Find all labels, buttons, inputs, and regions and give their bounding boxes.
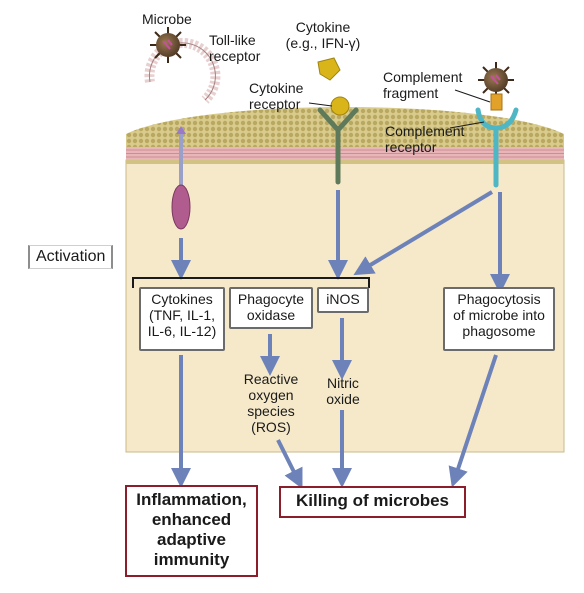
- inflammation-outcome-box: Inflammation, enhanced adaptive immunity: [125, 485, 258, 577]
- inos-box: iNOS: [317, 287, 369, 313]
- cytokine-icon: [317, 57, 341, 81]
- cytokine-receptor-leader: [308, 102, 333, 107]
- microbe-complement-icon: [478, 62, 514, 98]
- membrane-stripes: [126, 149, 564, 158]
- activation-bracket: [132, 277, 370, 288]
- microbe-icon: [150, 27, 186, 63]
- toll-like-receptor-label: Toll-like receptor: [209, 32, 261, 64]
- killing-outcome-box: Killing of microbes: [279, 486, 466, 518]
- complement-receptor-icon: [475, 107, 519, 188]
- activation-label: Activation: [28, 245, 114, 269]
- phagocytosis-box: Phagocytosis of microbe into phagosome: [443, 287, 555, 351]
- membrane-outer-layer: [126, 107, 564, 148]
- cytokine-receptor-label: Cytokine receptor: [249, 80, 304, 112]
- arrow-complement-to-inos: [353, 190, 494, 276]
- toll-like-receptor-tip-icon: [176, 126, 186, 134]
- phagocyte-oxidase-box: Phagocyte oxidase: [229, 287, 313, 329]
- ros-label: Reactive oxygen species (ROS): [243, 371, 299, 435]
- cytokines-box: Cytokines (TNF, IL-1, IL-6, IL-12): [139, 287, 225, 351]
- complement-fragment-leader: [454, 89, 491, 103]
- complement-fragment-label: Complement fragment: [383, 69, 463, 101]
- bound-cytokine-icon: [330, 96, 350, 116]
- nitric-oxide-label: Nitric oxide: [326, 375, 360, 407]
- adaptor-protein-icon: [171, 184, 191, 230]
- membrane-inner-edge: [126, 160, 564, 164]
- arrow-ros-to-killing: [276, 439, 303, 489]
- arrow-phagocytosis-to-killing: [448, 354, 498, 488]
- cytokine-label: Cytokine (e.g., IFN-γ): [285, 19, 361, 51]
- complement-receptor-label: Complement receptor: [385, 123, 465, 155]
- complement-fragment-icon: [490, 93, 503, 111]
- complement-receptor-leader: [449, 121, 485, 129]
- microbe-label: Microbe: [142, 11, 192, 27]
- cytokine-receptor-icon: [317, 107, 359, 185]
